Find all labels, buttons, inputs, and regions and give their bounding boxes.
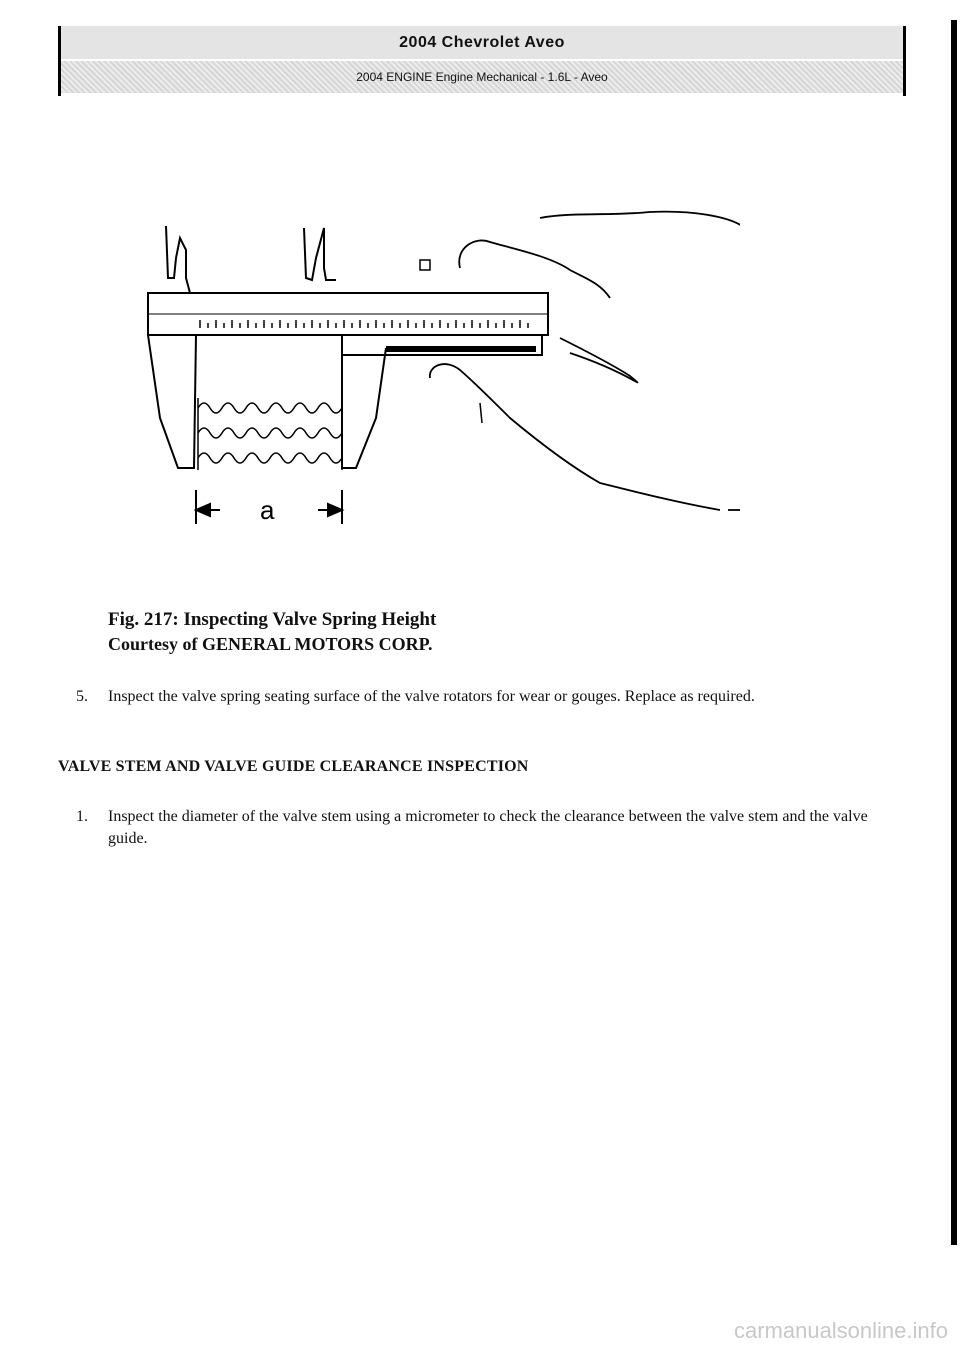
caliper-upper-jaw-left (148, 225, 192, 294)
valve-spring-caliper-illustration: a (147, 210, 740, 525)
document-subtitle: 2004 ENGINE Engine Mechanical - 1.6L - A… (61, 61, 903, 93)
site-watermark: carmanualsonline.info (733, 1318, 948, 1343)
dimension-label: a (260, 495, 275, 525)
caliper-lower-jaw-left (147, 334, 197, 469)
caliper-scale (199, 320, 536, 352)
page-right-rule (951, 20, 957, 1245)
step-text: Inspect the valve spring seating surface… (108, 688, 755, 705)
caliper-slider (341, 334, 543, 356)
figure-caption: Fig. 217: Inspecting Valve Spring Height… (108, 608, 436, 656)
step-number: 1. (76, 808, 88, 825)
hand-outline (429, 210, 740, 511)
caliper-lower-jaw-right (341, 347, 387, 469)
caliper-upper-jaw-right (303, 227, 336, 282)
figure-credit: Courtesy of GENERAL MOTORS CORP. (108, 634, 433, 654)
valve-spring-coils (197, 402, 343, 464)
step-number: 5. (76, 688, 88, 705)
figure-caption-title: Fig. 217: Inspecting Valve Spring Height (108, 609, 437, 630)
section-heading: VALVE STEM AND VALVE GUIDE CLEARANCE INS… (58, 758, 529, 775)
step-text: Inspect the diameter of the valve stem u… (108, 808, 868, 847)
document-header: 2004 Chevrolet Aveo 2004 ENGINE Engine M… (58, 26, 906, 96)
dimension-arrows (193, 490, 345, 524)
document-title: 2004 Chevrolet Aveo (61, 26, 903, 59)
